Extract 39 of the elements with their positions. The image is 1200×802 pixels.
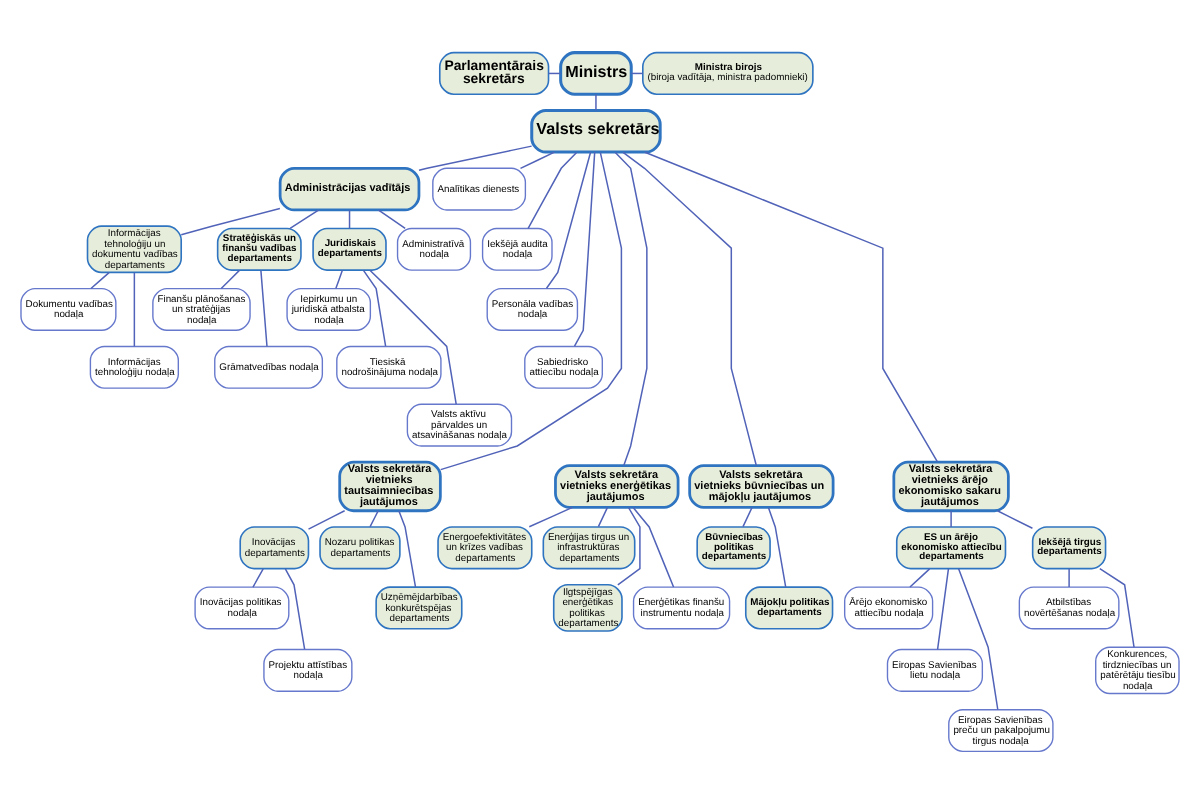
connector xyxy=(936,567,950,650)
connector xyxy=(573,150,596,346)
connector xyxy=(348,208,351,229)
connector xyxy=(369,509,379,527)
connector xyxy=(528,505,574,527)
connector xyxy=(133,271,136,346)
connector xyxy=(260,268,268,346)
connector xyxy=(289,208,320,229)
connector xyxy=(398,509,417,587)
connector xyxy=(1068,567,1070,587)
connector xyxy=(597,505,609,527)
connector xyxy=(220,268,241,289)
connector xyxy=(742,505,753,527)
connector xyxy=(545,150,592,288)
connector xyxy=(519,150,556,169)
connector xyxy=(1099,567,1135,647)
connector xyxy=(957,567,999,710)
connector xyxy=(527,150,578,229)
connector xyxy=(439,150,623,470)
connector xyxy=(767,506,787,587)
connector xyxy=(595,92,597,111)
connector xyxy=(617,506,641,585)
connector xyxy=(90,270,110,289)
connector xyxy=(362,268,387,346)
connector xyxy=(307,509,346,529)
connector xyxy=(284,567,306,649)
connector xyxy=(377,208,406,229)
connector xyxy=(644,150,939,462)
connector xyxy=(950,509,952,527)
connector xyxy=(180,206,281,235)
connector xyxy=(335,268,344,289)
connector xyxy=(369,268,457,404)
connector xyxy=(909,567,931,587)
connector xyxy=(418,144,533,171)
connector xyxy=(614,150,648,465)
connector xyxy=(632,506,675,587)
connector xyxy=(252,567,264,587)
connector xyxy=(996,509,1034,528)
connector xyxy=(622,150,758,466)
